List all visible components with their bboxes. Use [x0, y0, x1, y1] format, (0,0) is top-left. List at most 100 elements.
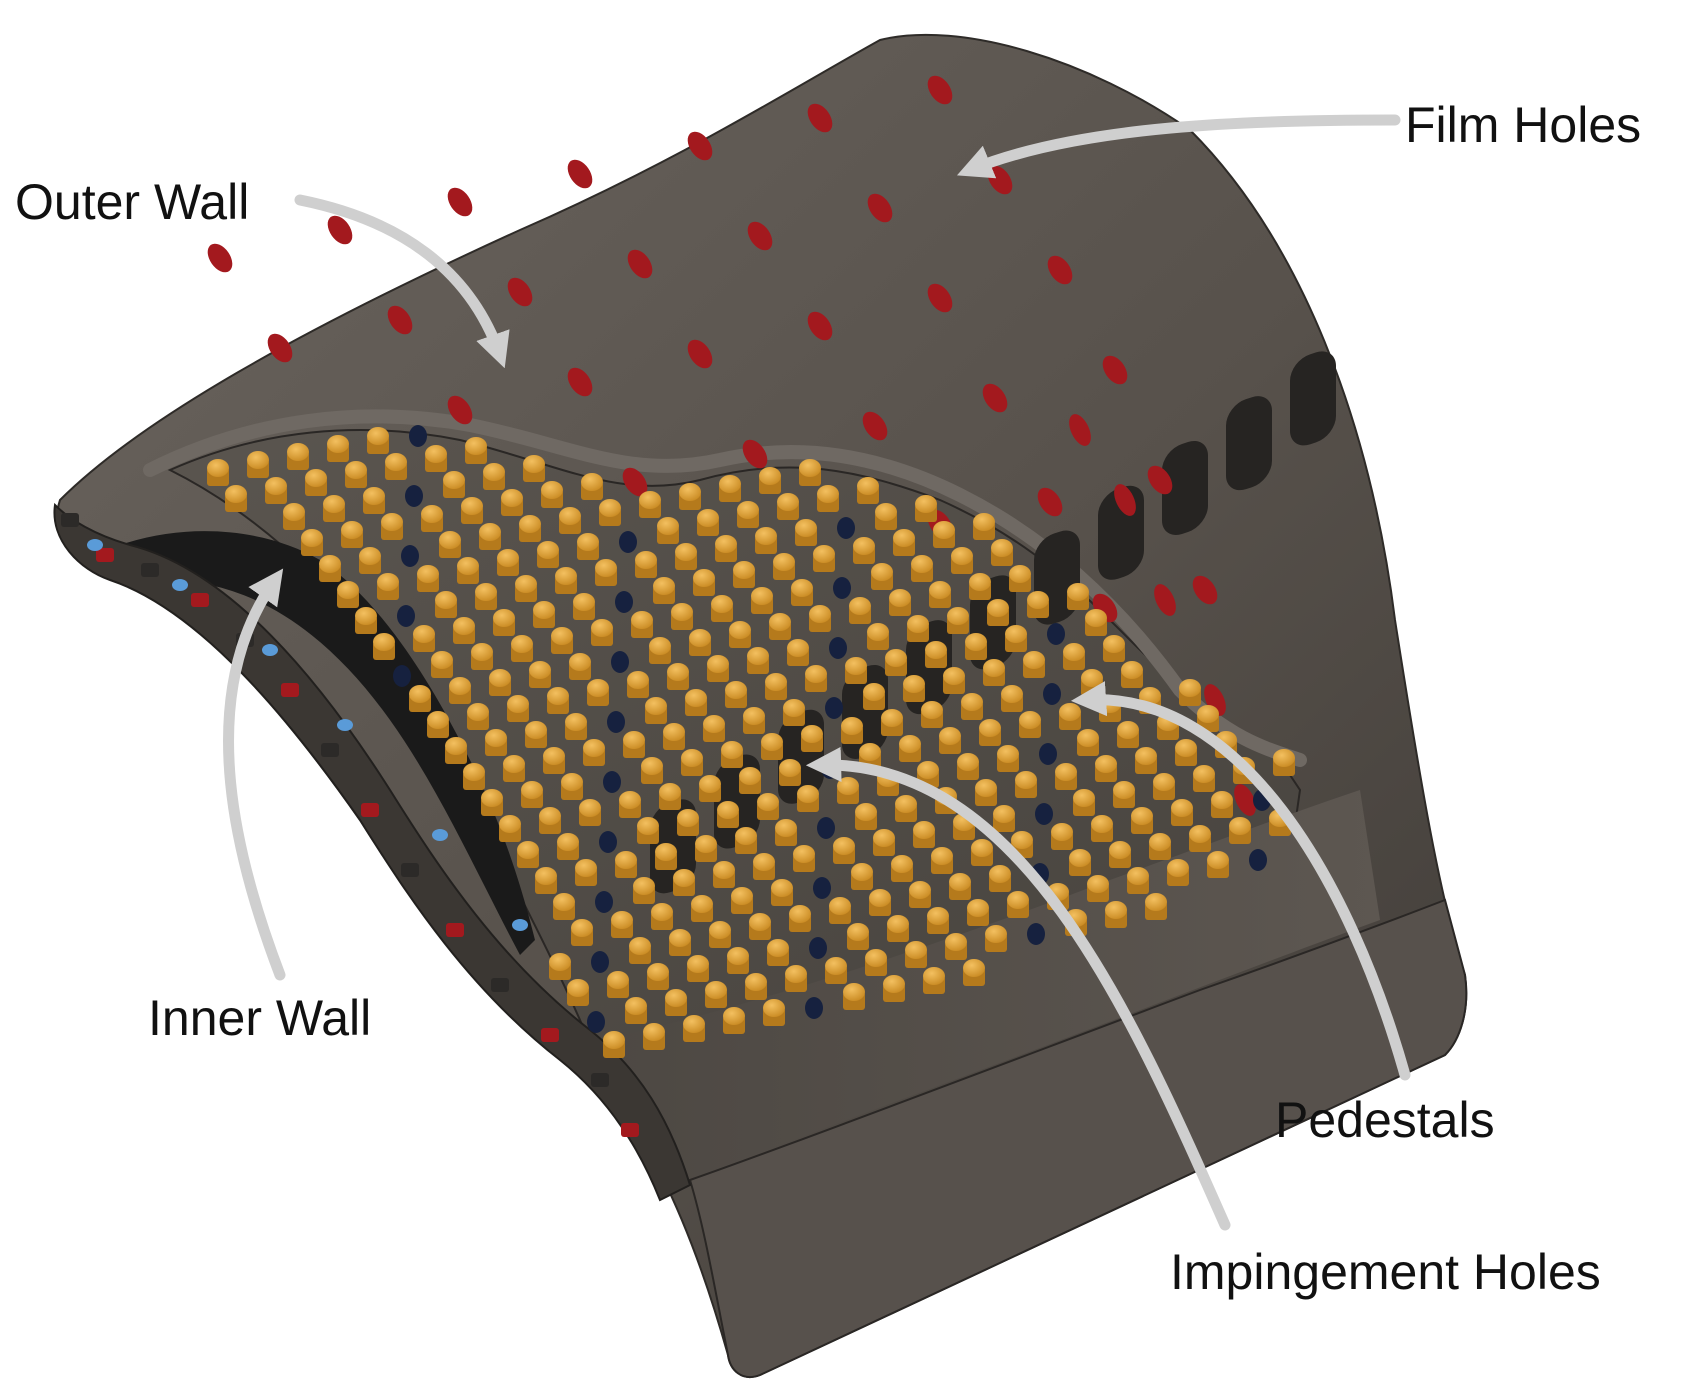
pedestal-top: [425, 445, 447, 463]
inner-wall-hole: [172, 579, 188, 591]
film-hole: [742, 439, 768, 469]
pedestal-top: [975, 779, 997, 797]
pedestal-top: [1135, 747, 1157, 765]
film-hole: [1192, 575, 1218, 605]
pedestal-top: [641, 757, 663, 775]
pedestal-top: [207, 459, 229, 477]
pedestal-top: [933, 521, 955, 539]
pedestal-top: [871, 563, 893, 581]
pedestal-top: [825, 957, 847, 975]
pedestal-top: [283, 503, 305, 521]
pedestal-top: [737, 501, 759, 519]
pedestal-top: [793, 845, 815, 863]
impingement-hole: [611, 651, 629, 673]
pedestal-top: [367, 427, 389, 445]
pedestal-top: [745, 973, 767, 991]
film-hole: [627, 249, 653, 279]
pedestal-top: [763, 999, 785, 1017]
pedestal-top: [881, 709, 903, 727]
pedestal-top: [951, 547, 973, 565]
pedestal-top: [915, 495, 937, 513]
pedestal-top: [461, 497, 483, 515]
label-inner-wall: Inner Wall: [148, 990, 372, 1046]
pedestal-top: [457, 557, 479, 575]
pedestal-top: [265, 477, 287, 495]
impingement-hole: [405, 485, 423, 507]
pedestal-top: [1011, 831, 1033, 849]
pedestal-top: [1149, 833, 1171, 851]
pedestal-top: [517, 841, 539, 859]
pedestal-top: [725, 681, 747, 699]
pedestal-top: [583, 739, 605, 757]
pedestal-top: [895, 795, 917, 813]
pedestal-top: [557, 833, 579, 851]
pedestal-top: [875, 503, 897, 521]
film-hole: [387, 305, 413, 335]
pedestal-top: [703, 715, 725, 733]
impingement-hole: [833, 577, 851, 599]
outer-wall-front-face: [600, 790, 1380, 1180]
pedestal-top: [697, 509, 719, 527]
pedestal-top: [381, 513, 403, 531]
pedestal-top: [1073, 789, 1095, 807]
film-hole: [927, 283, 953, 313]
cross-section-slot: [321, 743, 339, 757]
cross-section-slot: [361, 803, 379, 817]
pedestal-top: [497, 549, 519, 567]
pedestal-top: [1007, 891, 1029, 909]
pedestal-top: [945, 933, 967, 951]
pedestal-top: [677, 809, 699, 827]
pedestal-top: [633, 877, 655, 895]
impingement-hole: [409, 425, 427, 447]
pedestal-top: [631, 611, 653, 629]
pedestal-top: [991, 539, 1013, 557]
pedestal-top: [337, 581, 359, 599]
pedestal-top: [543, 747, 565, 765]
film-hole: [1047, 255, 1073, 285]
pedestal-top: [783, 699, 805, 717]
pedestal-top: [829, 897, 851, 915]
pedestal-top: [1273, 749, 1295, 767]
pedestal-top: [979, 719, 1001, 737]
pedestal-top: [623, 731, 645, 749]
pedestal-top: [743, 707, 765, 725]
film-hole: [622, 467, 648, 497]
cross-section-slot: [491, 978, 509, 992]
pedestal-top: [865, 949, 887, 967]
pedestal-top: [1207, 851, 1229, 869]
pedestal-top: [1127, 867, 1149, 885]
pedestal-top: [671, 603, 693, 621]
impingement-hole: [587, 1011, 605, 1033]
pedestal-top: [757, 793, 779, 811]
pedestal-top: [717, 801, 739, 819]
pedestal-top: [663, 723, 685, 741]
impingement-hole: [603, 771, 621, 793]
impingement-hole: [1047, 623, 1065, 645]
cross-section-slot: [446, 923, 464, 937]
pedestal-top: [603, 1031, 625, 1049]
pedestal-top: [809, 605, 831, 623]
impingement-hole: [813, 877, 831, 899]
cross-section-slot: [281, 683, 299, 697]
pedestal-top: [785, 965, 807, 983]
pedestal-top: [1095, 755, 1117, 773]
pedestal-top: [355, 607, 377, 625]
pedestal-top: [465, 437, 487, 455]
film-hole: [747, 221, 773, 251]
film-hole: [687, 131, 713, 161]
impingement-hole: [825, 697, 843, 719]
film-hole: [1147, 465, 1173, 495]
inner-wall-hole: [262, 644, 278, 656]
pedestal-top: [619, 791, 641, 809]
pedestal-top: [587, 679, 609, 697]
pedestal-top: [417, 565, 439, 583]
pedestal-top: [761, 733, 783, 751]
pedestal-top: [323, 495, 345, 513]
pedestal-top: [551, 627, 573, 645]
pedestal-top: [373, 633, 395, 651]
impingement-hole: [1043, 683, 1061, 705]
pedestal-top: [777, 493, 799, 511]
pedestal-top: [247, 451, 269, 469]
pedestal-top: [549, 953, 571, 971]
pedestal-top: [503, 755, 525, 773]
